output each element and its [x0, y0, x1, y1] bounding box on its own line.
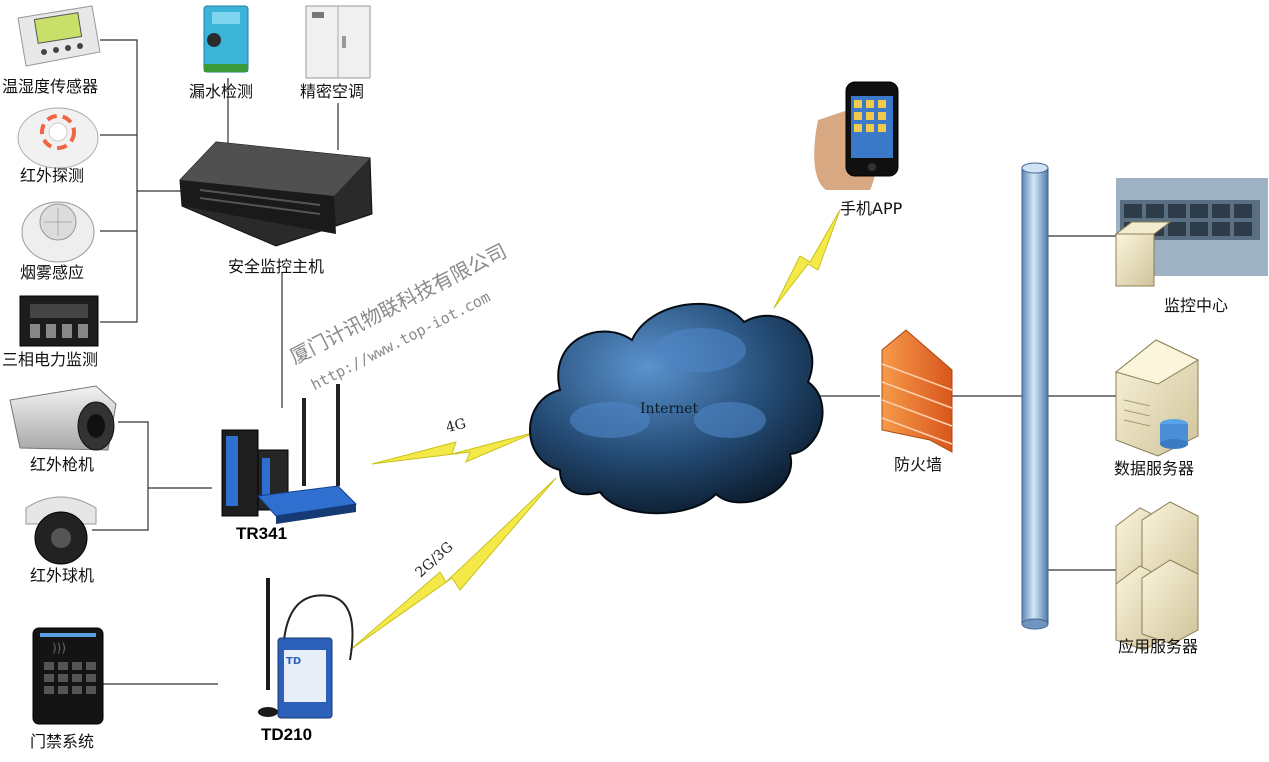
svg-text:))): ))): [52, 641, 66, 655]
data-server-icon: [1114, 339, 1200, 457]
label-access-control: 门禁系统: [30, 732, 95, 751]
security-host-icon: [179, 141, 373, 247]
power-meter-icon: [19, 295, 99, 347]
precision-ac-icon: [305, 5, 371, 79]
label-app-server: 应用服务器: [1118, 637, 1199, 656]
smoke-sensor-icon: [21, 201, 95, 263]
label-data-server: 数据服务器: [1114, 459, 1195, 478]
bolt-2g3g-icon: [349, 477, 557, 651]
label-mobile-app: 手机APP: [840, 199, 903, 218]
temp-humidity-sensor-icon: [17, 5, 101, 67]
bullet-camera-icon: [9, 385, 117, 451]
label-tr341: TR341: [236, 524, 288, 543]
svg-text:TD: TD: [286, 656, 301, 667]
label-firewall: 防火墙: [894, 455, 943, 474]
label-temp-humidity-sensor: 温湿度传感器: [2, 77, 99, 96]
label-infrared-dome-cam: 红外球机: [30, 566, 95, 585]
water-leak-detector-icon: [203, 5, 249, 73]
app-server-icon: [1115, 501, 1199, 651]
network-backbone-pipe: [1021, 162, 1049, 630]
infrared-detector-icon: [17, 107, 99, 169]
label-three-phase-power: 三相电力监测: [2, 350, 99, 369]
bolt-4g-icon: [371, 431, 537, 465]
access-keypad-icon: ))): [32, 627, 104, 725]
label-security-host: 安全监控主机: [228, 257, 325, 276]
dome-camera-icon: [25, 496, 97, 565]
label-infrared-detector: 红外探测: [20, 166, 85, 185]
label-precision-ac: 精密空调: [300, 82, 365, 101]
label-monitoring-center: 监控中心: [1164, 296, 1229, 315]
internet-cloud-icon: [529, 302, 824, 515]
td210-modem-icon: TD: [258, 578, 354, 719]
label-internet: Internet: [640, 401, 699, 417]
label-water-leak: 漏水检测: [189, 82, 254, 101]
label-smoke-sensor: 烟雾感应: [20, 263, 85, 282]
tr341-router-icon: [221, 384, 358, 524]
firewall-icon: [881, 329, 953, 453]
mobile-phone-icon: [814, 81, 899, 190]
label-td210: TD210: [261, 725, 313, 744]
bolt-app-icon: [773, 209, 841, 309]
monitoring-center-icon: [1114, 178, 1268, 287]
label-infrared-bullet-cam: 红外枪机: [30, 455, 95, 474]
